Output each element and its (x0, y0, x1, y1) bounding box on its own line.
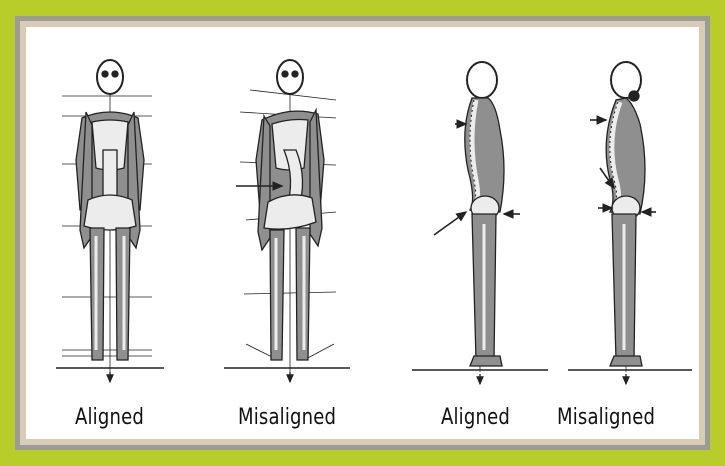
front-misaligned-figure (224, 60, 350, 382)
caption-side-misaligned: Misaligned (557, 405, 655, 430)
caption-front-aligned: Aligned (75, 405, 144, 430)
caption-side-aligned: Aligned (441, 405, 510, 430)
side-aligned-figure (412, 62, 548, 384)
caption-front-misaligned: Misaligned (238, 405, 336, 430)
front-aligned-figure (56, 60, 164, 382)
side-misaligned-figure (568, 62, 692, 384)
